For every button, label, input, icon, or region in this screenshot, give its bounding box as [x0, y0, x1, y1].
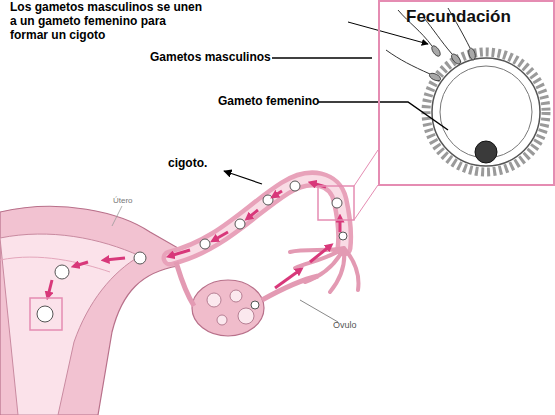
note-text: Los gametos masculinos se unen a un game… — [10, 1, 206, 42]
inset-title: Fecundación — [406, 7, 511, 27]
egg-nucleus — [475, 141, 497, 163]
ovarian-ligament — [262, 276, 318, 300]
ovum — [332, 198, 342, 208]
follicle — [217, 315, 227, 325]
corona-radiata — [426, 52, 546, 172]
follicle — [230, 290, 242, 302]
flow-arrows — [48, 183, 340, 296]
part-label: Gametos masculinos — [150, 51, 275, 65]
zoom-line — [354, 150, 378, 186]
follicle — [207, 293, 221, 307]
leader-arrow — [224, 171, 262, 184]
implanted-embryo — [37, 306, 53, 322]
morula — [134, 252, 146, 264]
zoom-square — [30, 298, 62, 330]
follicle — [238, 308, 254, 324]
leader-line — [272, 57, 372, 59]
inset-box: Fecundación — [378, 0, 555, 186]
leader-line — [318, 102, 448, 130]
uterus-cavity — [0, 234, 140, 415]
ovarian-ligament — [176, 262, 194, 306]
ovary — [192, 280, 264, 336]
zona-pellucida — [432, 58, 540, 166]
ovum — [339, 232, 347, 240]
embryo — [235, 219, 245, 229]
uterus-leader — [112, 206, 122, 226]
blastocyst — [55, 265, 69, 279]
ovulo-leader — [300, 300, 338, 322]
part-label: Gameto femenino — [218, 95, 323, 109]
zoom-line — [354, 185, 378, 220]
part-label: Útero — [113, 196, 153, 205]
embryo — [200, 239, 210, 249]
zygote — [290, 181, 300, 191]
zoom-square — [318, 186, 354, 220]
uterus-wall — [0, 206, 178, 415]
ovum — [251, 301, 259, 309]
part-label: Ovulo — [333, 320, 373, 330]
part-label: cigoto. — [168, 157, 228, 171]
embryo — [263, 195, 273, 205]
sperm-heads — [428, 44, 476, 82]
fimbriae — [290, 248, 358, 292]
